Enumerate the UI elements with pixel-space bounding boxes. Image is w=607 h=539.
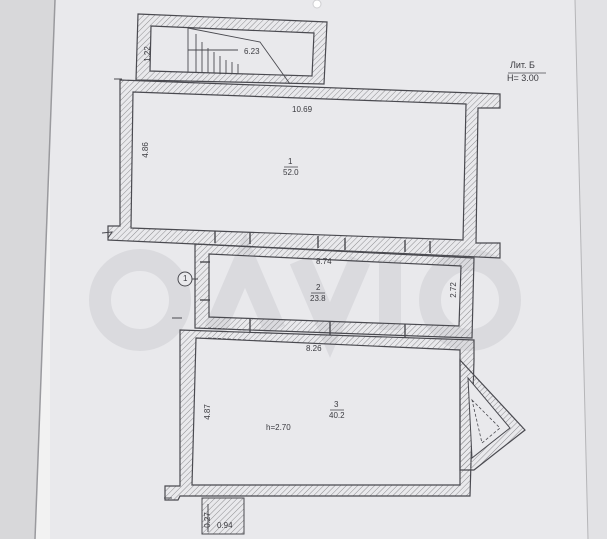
room-3-number: 3 bbox=[334, 400, 339, 409]
room-2-depth: 2.72 bbox=[448, 282, 458, 298]
marker-label: 1 bbox=[183, 274, 188, 283]
page-frame-left bbox=[34, 0, 56, 539]
fraction-lines bbox=[284, 72, 546, 411]
room-1-width: 10.69 bbox=[292, 105, 313, 114]
bottom-dim-a: 0.27 bbox=[202, 512, 212, 528]
sheet-literal: Лит. Б bbox=[510, 60, 535, 70]
marker-circle bbox=[177, 271, 193, 287]
stair-block bbox=[135, 13, 328, 85]
sheet-height-note: H= 3.00 bbox=[507, 73, 539, 83]
paper-shadow-left bbox=[0, 0, 55, 539]
room-2-width: 8.74 bbox=[316, 257, 332, 266]
bay-window bbox=[459, 358, 526, 471]
room-1-walls bbox=[107, 79, 501, 259]
room-3-area: 40.2 bbox=[329, 411, 345, 420]
room-1-depth: 4.86 bbox=[140, 142, 150, 158]
bottom-dim-b: 0.94 bbox=[217, 521, 233, 530]
stair-dim-b: 6.23 bbox=[244, 47, 260, 56]
window-marks bbox=[200, 231, 431, 338]
room-3-height: h=2.70 bbox=[266, 423, 291, 432]
bottom-stub bbox=[201, 497, 245, 535]
paper-right-strip bbox=[575, 0, 607, 539]
scan-dot bbox=[312, 0, 322, 9]
room-1-area: 52.0 bbox=[283, 168, 299, 177]
room-2-area: 23.8 bbox=[310, 294, 326, 303]
room-3-depth: 4.87 bbox=[202, 404, 212, 420]
room-3-walls bbox=[164, 329, 475, 501]
room-3-width: 8.26 bbox=[306, 344, 322, 353]
room-2-walls bbox=[194, 243, 475, 339]
page-frame-right bbox=[574, 0, 589, 539]
room-1-number: 1 bbox=[288, 157, 293, 166]
door-opening bbox=[207, 327, 247, 341]
stair-dim-a: 1.22 bbox=[142, 46, 152, 62]
room-2-number: 2 bbox=[316, 283, 321, 292]
